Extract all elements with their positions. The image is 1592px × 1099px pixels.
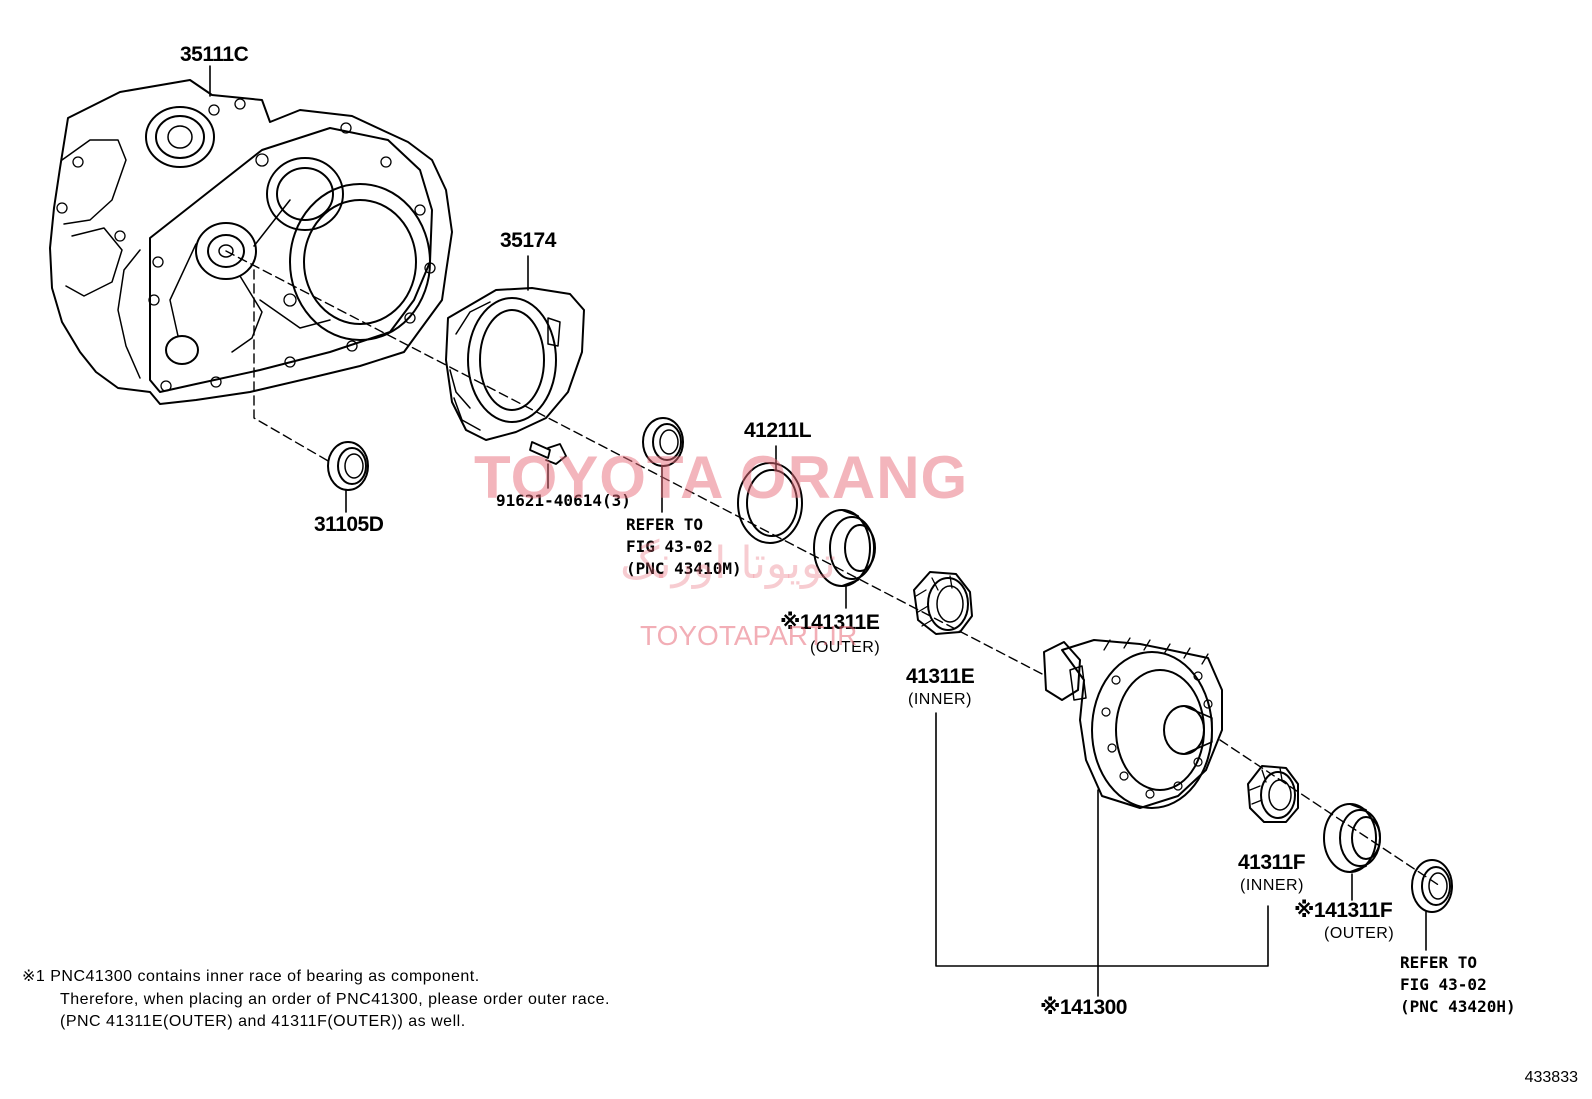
differential-drawing: [1043, 637, 1223, 809]
oil-seal-left-drawing: [327, 441, 369, 491]
refer-43420h-line3: (PNC 43420H): [1400, 997, 1516, 1016]
label-35111c: 35111C: [180, 43, 249, 66]
oil-seal-43420h-drawing: [1411, 859, 1453, 913]
watermark-url: TOYOTAPART.IR: [640, 620, 858, 651]
refer-43410m-line3: (PNC 43410M): [626, 559, 742, 578]
figure-number: 433833: [1524, 1069, 1578, 1086]
shim-drawing: [737, 462, 803, 544]
label-41311e-inner: 41311E: [906, 665, 975, 688]
outer-race-f-drawing: [1323, 803, 1381, 873]
refer-43410m: REFER TO FIG 43-02 (PNC 43410M): [626, 514, 742, 580]
inner-bearing-e-drawing: [913, 571, 973, 635]
label-91621-40614: 91621-40614(3): [496, 491, 631, 510]
label-41311e-outer-note: (OUTER): [810, 639, 881, 656]
bolt-drawing: [529, 441, 567, 465]
footnote-line2: Therefore, when placing an order of PNC4…: [60, 990, 610, 1008]
refer-43410m-line1: REFER TO: [626, 515, 704, 534]
outer-race-e-drawing: [813, 509, 876, 587]
label-41311f-outer-note: (OUTER): [1324, 925, 1395, 942]
label-41311e-inner-note: (INNER): [908, 691, 972, 708]
refer-43420h: REFER TO FIG 43-02 (PNC 43420H): [1400, 952, 1516, 1018]
label-41311e-outer: ※141311E: [780, 611, 880, 634]
leader-lines: [209, 65, 1427, 997]
assembly-axis: [225, 250, 1441, 887]
refer-43420h-line2: FIG 43-02: [1400, 975, 1487, 994]
watermark-arabic: تویوتا اورنگ: [620, 538, 836, 589]
refer-43410m-line2: FIG 43-02: [626, 537, 713, 556]
footnote-line1: ※1 PNC41300 contains inner race of beari…: [22, 968, 480, 985]
footnote: ※1 PNC41300 contains inner race of beari…: [22, 966, 610, 1034]
label-41311f-inner-note: (INNER): [1240, 877, 1304, 894]
label-35174: 35174: [500, 229, 556, 252]
label-41311f-inner: 41311F: [1238, 851, 1306, 874]
label-41311f-outer: ※141311F: [1294, 899, 1393, 922]
case-cover-drawing: [445, 287, 585, 441]
label-41300: ※141300: [1040, 996, 1128, 1019]
label-31105d: 31105D: [314, 513, 384, 536]
transmission-case-drawing: [49, 79, 453, 405]
oil-seal-43410m-drawing: [642, 417, 684, 467]
watermark-main: TOYOTA ORANG: [474, 444, 969, 511]
refer-43420h-line1: REFER TO: [1400, 953, 1478, 972]
footnote-line3: (PNC 41311E(OUTER) and 41311F(OUTER)) as…: [60, 1013, 466, 1030]
label-41211l: 41211L: [744, 419, 812, 442]
